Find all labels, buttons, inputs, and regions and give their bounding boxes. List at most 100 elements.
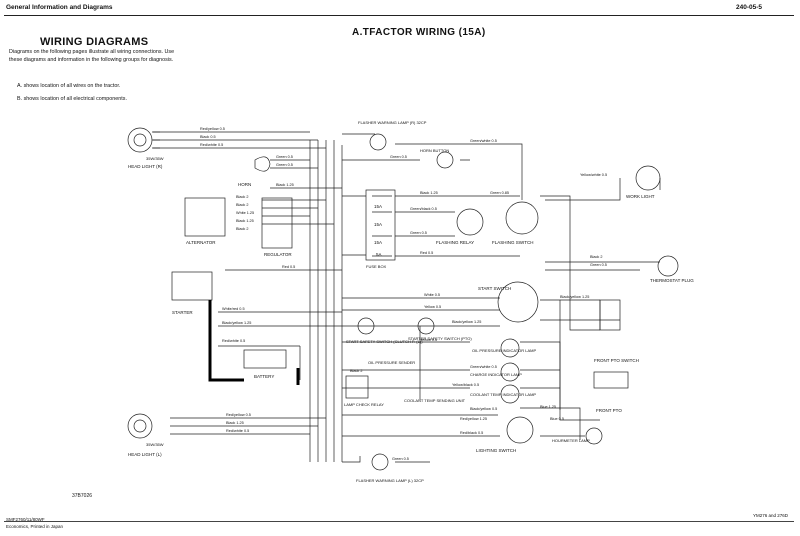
head-light-l-label: HEAD LIGHT (L) [128,452,162,457]
svg-text:Black 2: Black 2 [236,203,248,207]
intro-item-b: B. shows location of all electrical comp… [17,96,127,102]
work-light [635,165,661,191]
charge-lamp-label: CHARGE INDICATOR LAMP [470,372,522,377]
oil-pressure-lamp-label: OIL PRESSURE INDICATOR LAMP [472,348,536,353]
footer-rule [4,521,794,522]
regulator [261,197,293,249]
svg-text:Black 1.25: Black 1.25 [226,421,244,425]
start-switch [497,281,539,323]
svg-text:Black 2: Black 2 [236,195,248,199]
footer-model: YM276 and 276D [752,513,788,518]
start-safety-pto-label: STARTER SAFETY SWITCH (PTO) [408,336,472,341]
svg-text:Yellow/white 0.5: Yellow/white 0.5 [580,173,607,177]
front-pto-switch [599,299,621,331]
coolant-lamp [500,384,520,404]
svg-text:Green 0.85: Green 0.85 [490,191,509,195]
battery [243,349,287,369]
starter [171,271,213,301]
svg-text:Yellow 0.5: Yellow 0.5 [420,338,437,342]
svg-text:Black 2: Black 2 [350,369,362,373]
svg-text:Yellow 0.5: Yellow 0.5 [424,305,441,309]
start-safety-switch-pto [417,317,435,335]
svg-text:Black 2: Black 2 [590,255,602,259]
lamp-check-relay [345,375,369,399]
svg-text:Green/white 0.5: Green/white 0.5 [470,365,497,369]
thermostat-plug [657,255,679,277]
wire-bundle [153,131,661,463]
head-light-left [127,413,153,439]
svg-text:Green/white 0.5: Green/white 0.5 [470,139,497,143]
thermostat-plug-label: THERMOSTAT PLUG [650,278,694,283]
horn-button [436,151,454,169]
svg-text:Red/yellow 0.5: Red/yellow 0.5 [226,413,251,417]
horn [254,156,271,172]
horn-label: HORN [238,182,251,187]
head-light-right [127,127,160,153]
svg-text:Green/black 0.5: Green/black 0.5 [410,207,437,211]
svg-text:Black/yellow 1.25: Black/yellow 1.25 [222,321,251,325]
flashing-relay-label: FLASHING RELAY [436,240,474,245]
svg-text:Yellow/black 0.5: Yellow/black 0.5 [452,383,479,387]
head-light-l-rating: 35W/35W [146,442,164,447]
svg-text:Red/white 0.5: Red/white 0.5 [226,429,249,433]
svg-text:Black 0.5: Black 0.5 [200,135,216,139]
start-safety-clutch-label: START SAFETY SWITCH (CLUTCH P. (L)) [346,339,423,344]
svg-text:Blue 1.25: Blue 1.25 [540,405,556,409]
front-pto-label: FRONT PTO [596,408,622,413]
svg-text:White 0.5: White 0.5 [424,293,440,297]
svg-text:Red/black 0.5: Red/black 0.5 [460,431,483,435]
front-pto [593,371,629,389]
flasher-lamp-left [371,453,389,471]
footer-printed: Economics, Printed in Japan [6,524,64,529]
header-rule [4,15,794,16]
svg-text:Black 2: Black 2 [236,227,248,231]
fuse-4: 5A [376,252,382,257]
hourmeter-lamp-label: HOURMETER LAMP [552,438,590,443]
svg-text:Blue 0.5: Blue 0.5 [550,417,564,421]
front-pto-switch-label: FRONT PTO SWITCH [594,358,639,363]
svg-text:Green 0.5: Green 0.5 [410,231,427,235]
battery-label: BATTERY [254,374,274,379]
header-left: General Information and Diagrams [6,4,113,11]
svg-text:Black/yellow 1.25: Black/yellow 1.25 [452,320,481,324]
footer-code: SMF2760/11/80WF [6,517,45,522]
flashing-switch-label: FLASHING SWITCH [492,240,534,245]
starter-label: STARTER [172,310,193,315]
svg-text:Green 0.5: Green 0.5 [392,457,409,461]
fuse-1: 15A [374,204,382,209]
svg-text:Red 0.5: Red 0.5 [420,251,433,255]
flasher-lamp-r-label: FLASHER WARNING LAMP (R) 32CP [358,120,427,125]
regulator-label: REGULATOR [264,252,292,257]
svg-text:Green 0.5: Green 0.5 [390,155,407,159]
svg-text:Red/yellow 0.5: Red/yellow 0.5 [200,127,225,131]
diagram-title: A.TFACTOR WIRING (15A) [352,27,486,38]
oil-pressure-lamp [500,338,520,358]
alternator-label: ALTERNATOR [186,240,216,245]
fuse-2: 15A [374,222,382,227]
svg-text:Red 0.5: Red 0.5 [282,265,295,269]
svg-text:Red/white 0.5: Red/white 0.5 [200,143,223,147]
wire-labels: Red/yellow 0.5 Black 0.5 Red/white 0.5 G… [200,127,607,461]
charge-lamp [500,362,520,382]
fuse-box [365,189,396,261]
start-switch-label: START SWITCH [478,286,511,291]
header-page-number: 240-05-5 [735,4,762,11]
svg-text:Black/yellow 1.25: Black/yellow 1.25 [560,295,589,299]
intro-item-a: A. shows location of all wires on the tr… [17,83,121,89]
horn-button-label: HORN BUTTON [420,148,449,153]
svg-text:Green 0.5: Green 0.5 [276,163,293,167]
svg-text:Black/yellow 0.5: Black/yellow 0.5 [470,407,497,411]
fuse-3: 15A [374,240,382,245]
svg-text:Black 1.25: Black 1.25 [236,219,254,223]
intro-paragraph: Diagrams on the following pages illustra… [9,49,175,63]
oil-pressure-sender-label: OIL PRESSURE SENDER [368,360,415,365]
head-light-r-label: HEAD LIGHT (R) [128,164,163,169]
flasher-lamp-right [369,133,387,151]
svg-text:White 1.25: White 1.25 [236,211,254,215]
work-light-label: WORK LIGHT [626,194,655,199]
lamp-check-relay-label: LAMP CHECK RELAY [344,402,384,407]
svg-text:Green 0.5: Green 0.5 [590,263,607,267]
head-light-r-rating: 35W/35W [146,156,164,161]
start-safety-switch-clutch [357,317,375,335]
